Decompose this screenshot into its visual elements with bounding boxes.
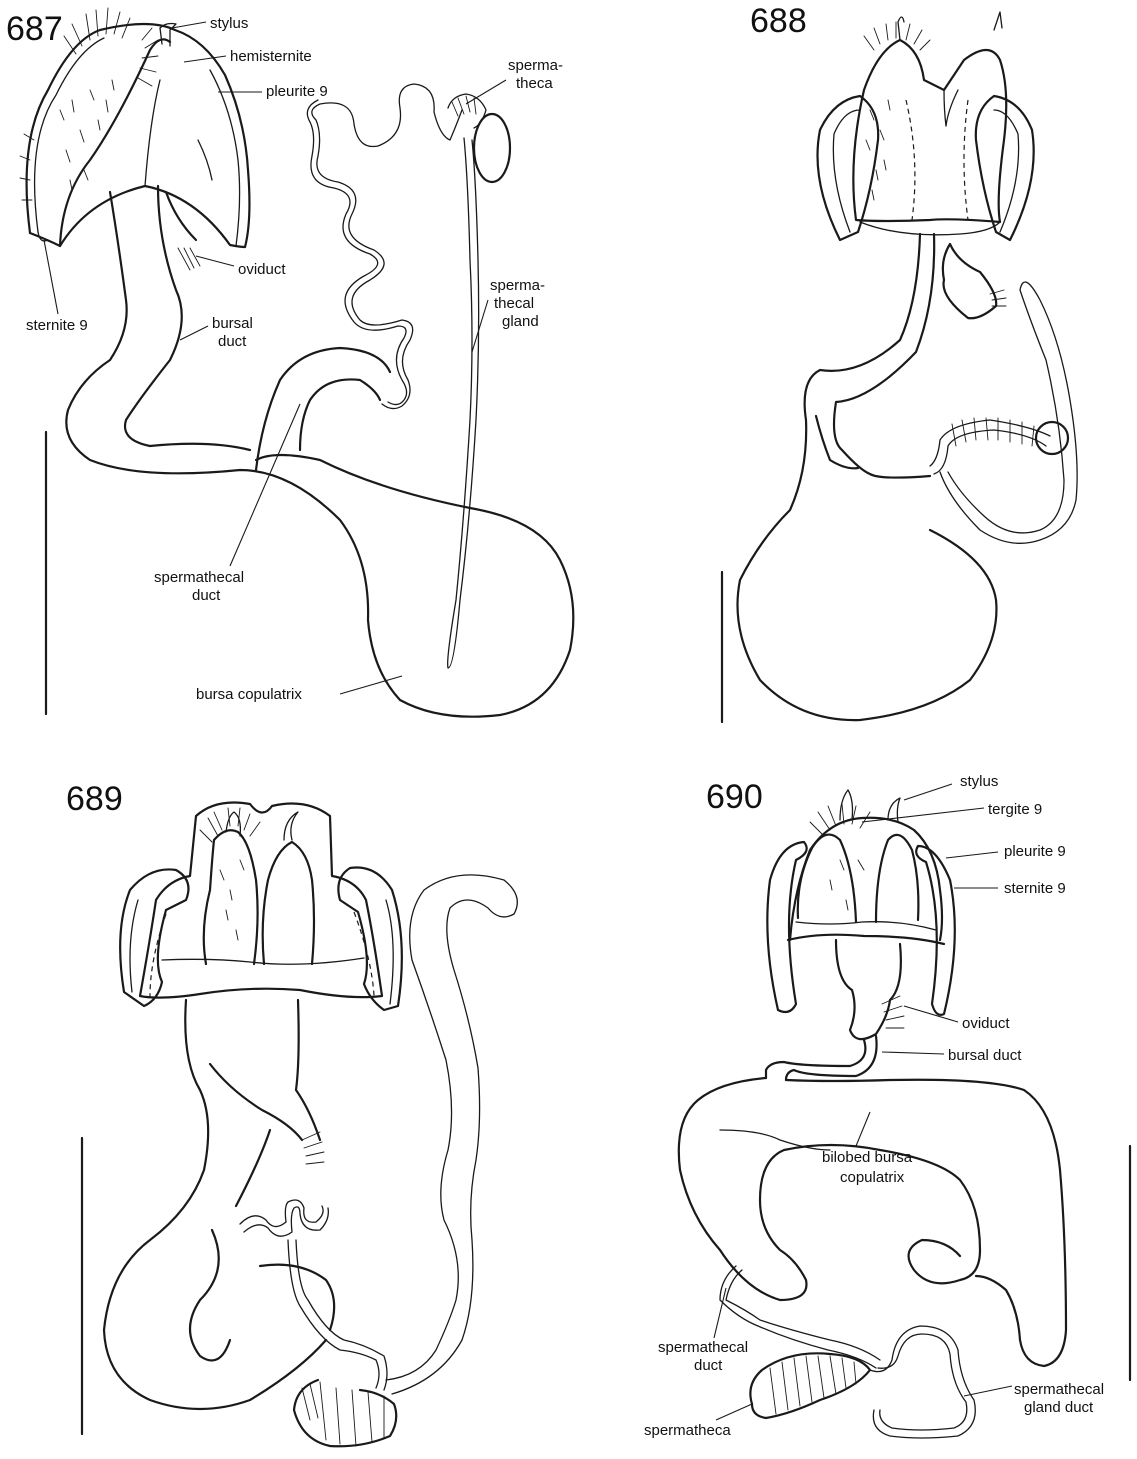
- genital-capsule-688: [818, 12, 1034, 240]
- figure-690: 690: [644, 773, 1130, 1439]
- label-bursal-duct-line2: duct: [218, 333, 247, 350]
- spermatheca-687: [448, 94, 510, 182]
- label-oviduct: oviduct: [238, 261, 286, 278]
- label-spermathecal-duct-line1: spermathecal: [154, 569, 244, 586]
- label-bursal-duct-line1: bursal: [212, 315, 253, 332]
- figure-number-688: 688: [750, 2, 807, 40]
- label-spermathecal-duct-line2: duct: [694, 1357, 723, 1374]
- label-spermathecal-duct-line2: duct: [192, 587, 221, 604]
- label-gland-duct-line1: spermathecal: [1014, 1381, 1104, 1398]
- label-bursa-line1: bilobed bursa: [822, 1149, 913, 1166]
- figure-688: 688: [722, 2, 1077, 722]
- label-gland-line3: gland: [502, 313, 539, 330]
- label-bursal-duct: bursal duct: [948, 1047, 1022, 1064]
- genital-capsule-690: [767, 790, 954, 1015]
- label-spermatheca: spermatheca: [644, 1422, 731, 1439]
- label-spermatheca-line2: theca: [516, 75, 553, 92]
- label-spermatheca-line1: sperma-: [508, 57, 563, 74]
- bursa-689: [104, 875, 517, 1446]
- spermathecal-duct-687: [307, 84, 462, 409]
- bursa-688: [738, 234, 1078, 720]
- label-sternite-9: sternite 9: [26, 317, 88, 334]
- label-pleurite-9: pleurite 9: [1004, 843, 1066, 860]
- label-sternite-9: sternite 9: [1004, 880, 1066, 897]
- label-gland-duct-line2: gland duct: [1024, 1399, 1094, 1416]
- label-spermathecal-duct-line1: spermathecal: [658, 1339, 748, 1356]
- label-bursa-copulatrix: bursa copulatrix: [196, 686, 302, 703]
- spermathecal-gland-687: [448, 138, 479, 668]
- label-stylus: stylus: [960, 773, 998, 790]
- label-oviduct: oviduct: [962, 1015, 1010, 1032]
- genital-capsule-689: [120, 803, 402, 1011]
- label-stylus: stylus: [210, 15, 248, 32]
- bursa-687: [66, 186, 573, 717]
- labels-690: stylus tergite 9 pleurite 9 sternite 9 o…: [644, 773, 1104, 1439]
- figure-689: 689: [66, 780, 517, 1446]
- label-tergite-9: tergite 9: [988, 801, 1042, 818]
- figure-687: 687: [6, 8, 573, 717]
- figure-number-687: 687: [6, 10, 63, 48]
- figure-number-690: 690: [706, 778, 763, 816]
- label-bursa-line2: copulatrix: [840, 1169, 905, 1186]
- leaders-690: [714, 784, 1012, 1420]
- label-gland-line2: thecal: [494, 295, 534, 312]
- label-gland-line1: sperma-: [490, 277, 545, 294]
- figure-number-689: 689: [66, 780, 123, 818]
- label-hemisternite: hemisternite: [230, 48, 312, 65]
- label-pleurite-9: pleurite 9: [266, 83, 328, 100]
